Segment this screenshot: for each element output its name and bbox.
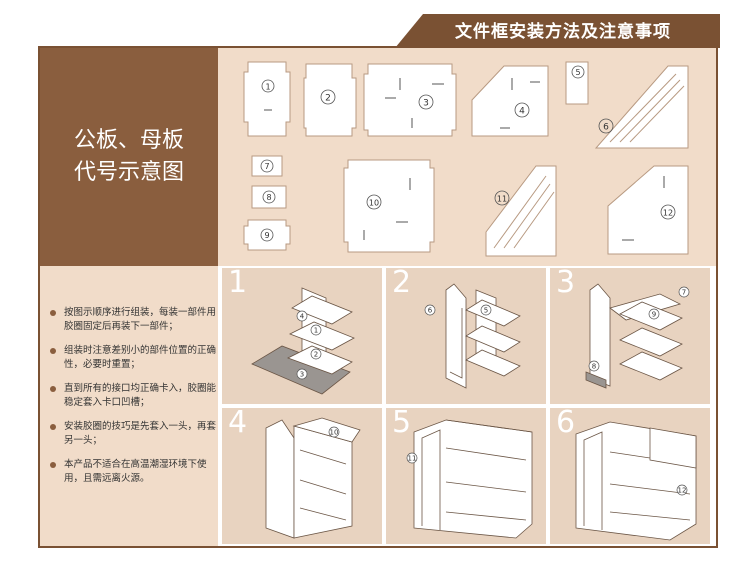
svg-text:5: 5 [575, 68, 580, 77]
part-12: 12 [607, 165, 689, 255]
step-panel-5: 11 5 [386, 405, 546, 544]
svg-text:8: 8 [266, 193, 271, 202]
svg-text:10: 10 [369, 199, 379, 208]
step-number: 5 [392, 405, 412, 440]
note-item: 本产品不适合在高温潮湿环境下使用，且需远离火源。 [50, 458, 216, 486]
svg-text:12: 12 [678, 487, 687, 495]
svg-text:2: 2 [314, 351, 318, 359]
part-11: 11 [485, 165, 557, 257]
step-number: 4 [228, 405, 248, 440]
svg-text:7: 7 [682, 289, 686, 297]
step-panel-2: 6 5 2 [386, 265, 546, 404]
part-10: 10 [343, 159, 435, 253]
sidebar-title: 公板、母板 代号示意图 [40, 125, 218, 189]
svg-text:6: 6 [603, 123, 609, 133]
part-5: 5 [565, 61, 589, 105]
bullet-icon [50, 386, 56, 392]
note-item: 直到所有的接口均正确卡入，胶圈能稳定套入卡口凹槽； [50, 382, 216, 410]
part-6: 6 [594, 65, 689, 149]
part-8: 8 [251, 185, 287, 209]
note-item: 安装胶圈的技巧是先套入一头，再套另一头； [50, 420, 216, 448]
step-number: 1 [228, 265, 248, 300]
bullet-icon [50, 462, 56, 468]
note-item: 按图示顺序进行组装，每装一部件用胶圈固定后再装下一部件； [50, 306, 216, 334]
step-number: 3 [556, 265, 576, 300]
svg-text:9: 9 [264, 231, 269, 240]
svg-text:5: 5 [484, 307, 488, 315]
step-1-illustration: 4 1 2 3 [251, 287, 355, 395]
part-3: 3 [363, 63, 457, 137]
notes-panel [40, 266, 218, 546]
step-panel-6: 12 6 [550, 405, 710, 544]
svg-text:7: 7 [264, 162, 269, 171]
notes-list: 按图示顺序进行组装，每装一部件用胶圈固定后再装下一部件； 组装时注意差别小的部件… [50, 306, 216, 496]
step-2-illustration: 6 5 [424, 283, 521, 389]
svg-text:11: 11 [497, 195, 507, 204]
header-band [395, 14, 720, 48]
bullet-icon [50, 424, 56, 430]
step-5-illustration: 11 [406, 419, 533, 539]
part-4: 4 [471, 65, 549, 137]
svg-text:11: 11 [408, 455, 417, 463]
part-label: 1 [265, 83, 270, 92]
sidebar-title-line1: 公板、母板 [73, 128, 184, 153]
svg-text:1: 1 [314, 327, 318, 335]
step-panel-4: 10 4 [222, 405, 382, 544]
part-2: 2 [303, 63, 357, 137]
part-9: 9 [243, 219, 291, 251]
svg-text:3: 3 [423, 99, 429, 109]
part-7: 7 [251, 155, 283, 177]
step-panel-3: 7 9 8 3 [550, 265, 710, 404]
svg-text:3: 3 [300, 371, 304, 379]
note-item: 组装时注意差别小的部件位置的正确性，必要时重置； [50, 344, 216, 372]
svg-text:2: 2 [325, 94, 331, 104]
step-number: 2 [392, 265, 412, 300]
page-title: 文件框安装方法及注意事项 [455, 22, 671, 42]
sidebar-title-line2: 代号示意图 [73, 160, 184, 185]
svg-text:12: 12 [663, 209, 673, 218]
svg-text:4: 4 [300, 313, 305, 321]
step-4-illustration: 10 [265, 417, 361, 539]
svg-text:4: 4 [519, 107, 525, 117]
bullet-icon [50, 310, 56, 316]
part-1: 1 [243, 61, 291, 137]
svg-text:8: 8 [592, 363, 596, 371]
bullet-icon [50, 348, 56, 354]
step-panel-1: 4 1 2 3 1 [222, 265, 382, 404]
sidebar-title-panel [40, 48, 218, 266]
svg-text:6: 6 [428, 307, 433, 315]
step-6-illustration: 12 [575, 421, 697, 541]
step-3-illustration: 7 9 8 [585, 283, 690, 389]
svg-text:9: 9 [652, 311, 656, 319]
svg-text:10: 10 [330, 429, 339, 437]
step-number: 6 [556, 405, 576, 440]
